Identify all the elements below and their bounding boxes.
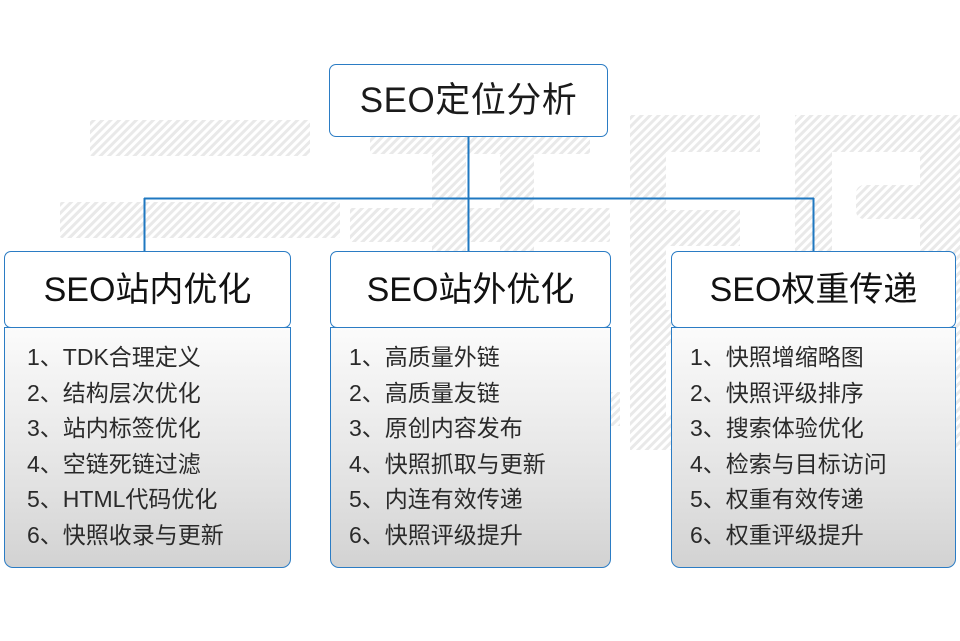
branch-header-label-1: SEO站内优化	[43, 270, 252, 309]
branch-header-1: SEO站内优化	[4, 251, 291, 328]
list-item: 4、空链死链过滤	[27, 450, 201, 477]
list-item: 5、内连有效传递	[349, 486, 523, 512]
branch-column-1: SEO站内优化 1、TDK合理定义 2、结构层次优化 3、站内标签优化 4、空链…	[4, 251, 291, 568]
branch-list-1: 1、TDK合理定义 2、结构层次优化 3、站内标签优化 4、空链死链过滤 5、H…	[4, 327, 291, 568]
list-item: 5、HTML代码优化	[27, 486, 218, 512]
branch-header-2: SEO站外优化	[330, 251, 611, 328]
list-item: 1、高质量外链	[349, 344, 500, 370]
list-item: 4、快照抓取与更新	[349, 450, 546, 477]
branch-header-label-2: SEO站外优化	[366, 270, 575, 309]
list-item: 2、快照评级排序	[690, 379, 864, 406]
list-item: 4、检索与目标访问	[690, 450, 887, 477]
list-item: 6、快照收录与更新	[27, 521, 224, 548]
branch-header-label-3: SEO权重传递	[709, 270, 918, 309]
branch-column-3: SEO权重传递 1、快照增缩略图 2、快照评级排序 3、搜索体验优化 4、检索与…	[671, 251, 956, 568]
list-item: 6、权重评级提升	[690, 521, 864, 548]
root-node: SEO定位分析	[329, 64, 608, 137]
list-item: 1、快照增缩略图	[690, 344, 864, 370]
list-item: 1、TDK合理定义	[27, 344, 201, 370]
list-item: 2、高质量友链	[349, 379, 500, 406]
list-item: 5、权重有效传递	[690, 486, 864, 512]
branch-column-2: SEO站外优化 1、高质量外链 2、高质量友链 3、原创内容发布 4、快照抓取与…	[330, 251, 611, 568]
branch-header-3: SEO权重传递	[671, 251, 956, 328]
list-item: 2、结构层次优化	[27, 379, 201, 406]
branch-list-2: 1、高质量外链 2、高质量友链 3、原创内容发布 4、快照抓取与更新 5、内连有…	[330, 327, 611, 568]
list-item: 3、原创内容发布	[349, 415, 523, 441]
list-item: 3、搜索体验优化	[690, 415, 864, 441]
root-node-label: SEO定位分析	[359, 81, 578, 120]
list-item: 6、快照评级提升	[349, 521, 523, 548]
branch-list-3: 1、快照增缩略图 2、快照评级排序 3、搜索体验优化 4、检索与目标访问 5、权…	[671, 327, 956, 568]
list-item: 3、站内标签优化	[27, 415, 201, 441]
